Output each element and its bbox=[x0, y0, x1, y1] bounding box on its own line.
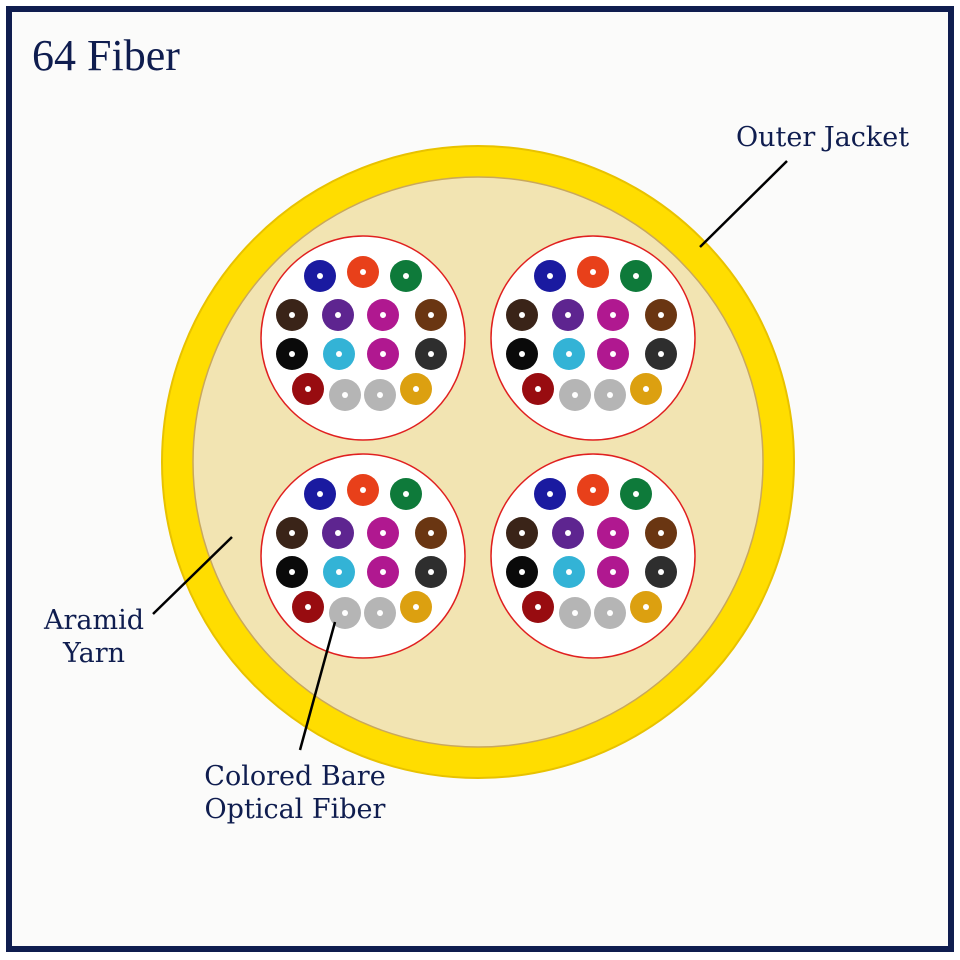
buffer-tubes bbox=[260, 235, 696, 659]
fiber-core bbox=[643, 386, 649, 392]
fiber-core bbox=[342, 610, 348, 616]
fiber-core bbox=[377, 610, 383, 616]
outer-jacket-leader-line bbox=[699, 160, 788, 248]
fiber-core bbox=[658, 312, 664, 318]
aramid-yarn-leader-line bbox=[152, 536, 233, 615]
fiber-core bbox=[519, 569, 525, 575]
fiber-core bbox=[380, 569, 386, 575]
fiber-core bbox=[610, 312, 616, 318]
fiber-core bbox=[403, 491, 409, 497]
fiber-core bbox=[305, 386, 311, 392]
fiber-core bbox=[428, 351, 434, 357]
fiber-core bbox=[380, 312, 386, 318]
fiber-core bbox=[305, 604, 311, 610]
fiber-core bbox=[610, 530, 616, 536]
fiber-core bbox=[633, 491, 639, 497]
fiber-core bbox=[590, 269, 596, 275]
fiber-core bbox=[566, 351, 572, 357]
fiber-core bbox=[360, 487, 366, 493]
fiber-core bbox=[360, 269, 366, 275]
fiber-core bbox=[547, 273, 553, 279]
fiber-core bbox=[610, 351, 616, 357]
diagram-title: 64 Fiber bbox=[32, 31, 180, 80]
fiber-core bbox=[572, 610, 578, 616]
fiber-core bbox=[633, 273, 639, 279]
fiber-core bbox=[380, 351, 386, 357]
fiber-core bbox=[336, 569, 342, 575]
fiber-core bbox=[289, 530, 295, 536]
fiber-core bbox=[566, 569, 572, 575]
fiber-core bbox=[428, 312, 434, 318]
fiber-core bbox=[658, 530, 664, 536]
fiber-core bbox=[428, 530, 434, 536]
fiber-core bbox=[607, 392, 613, 398]
fiber-core bbox=[565, 312, 571, 318]
aramid-yarn bbox=[192, 176, 764, 748]
aramid-yarn-label-line2: Yarn bbox=[62, 638, 125, 669]
fiber-core bbox=[590, 487, 596, 493]
fiber-core bbox=[403, 273, 409, 279]
buffer-tube bbox=[490, 235, 696, 441]
fiber-core bbox=[658, 569, 664, 575]
fiber-core bbox=[377, 392, 383, 398]
fiber-core bbox=[565, 530, 571, 536]
fiber-core bbox=[335, 530, 341, 536]
fiber-core bbox=[607, 610, 613, 616]
fiber-core bbox=[289, 569, 295, 575]
outer-jacket-label: Outer Jacket bbox=[736, 122, 909, 153]
fiber-leader-line bbox=[298, 621, 337, 751]
aramid-yarn-label-line1: Aramid bbox=[43, 605, 144, 636]
fiber-core bbox=[535, 386, 541, 392]
fiber-core bbox=[317, 273, 323, 279]
fiber-core bbox=[335, 312, 341, 318]
fiber-core bbox=[519, 312, 525, 318]
buffer-tube bbox=[260, 453, 466, 659]
fiber-core bbox=[643, 604, 649, 610]
fiber-core bbox=[547, 491, 553, 497]
fiber-core bbox=[610, 569, 616, 575]
fiber-core bbox=[658, 351, 664, 357]
fiber-core bbox=[380, 530, 386, 536]
buffer-tube bbox=[490, 453, 696, 659]
fiber-core bbox=[519, 530, 525, 536]
fiber-core bbox=[535, 604, 541, 610]
fiber-core bbox=[336, 351, 342, 357]
fiber-core bbox=[413, 386, 419, 392]
fiber-core bbox=[289, 312, 295, 318]
fiber-label-line1: Colored Bare bbox=[204, 761, 385, 792]
buffer-tube bbox=[260, 235, 466, 441]
fiber-core bbox=[413, 604, 419, 610]
fiber-label-line2: Optical Fiber bbox=[205, 794, 386, 825]
fiber-core bbox=[428, 569, 434, 575]
fiber-core bbox=[572, 392, 578, 398]
fiber-core bbox=[519, 351, 525, 357]
fiber-core bbox=[342, 392, 348, 398]
fiber-core bbox=[289, 351, 295, 357]
fiber-core bbox=[317, 491, 323, 497]
